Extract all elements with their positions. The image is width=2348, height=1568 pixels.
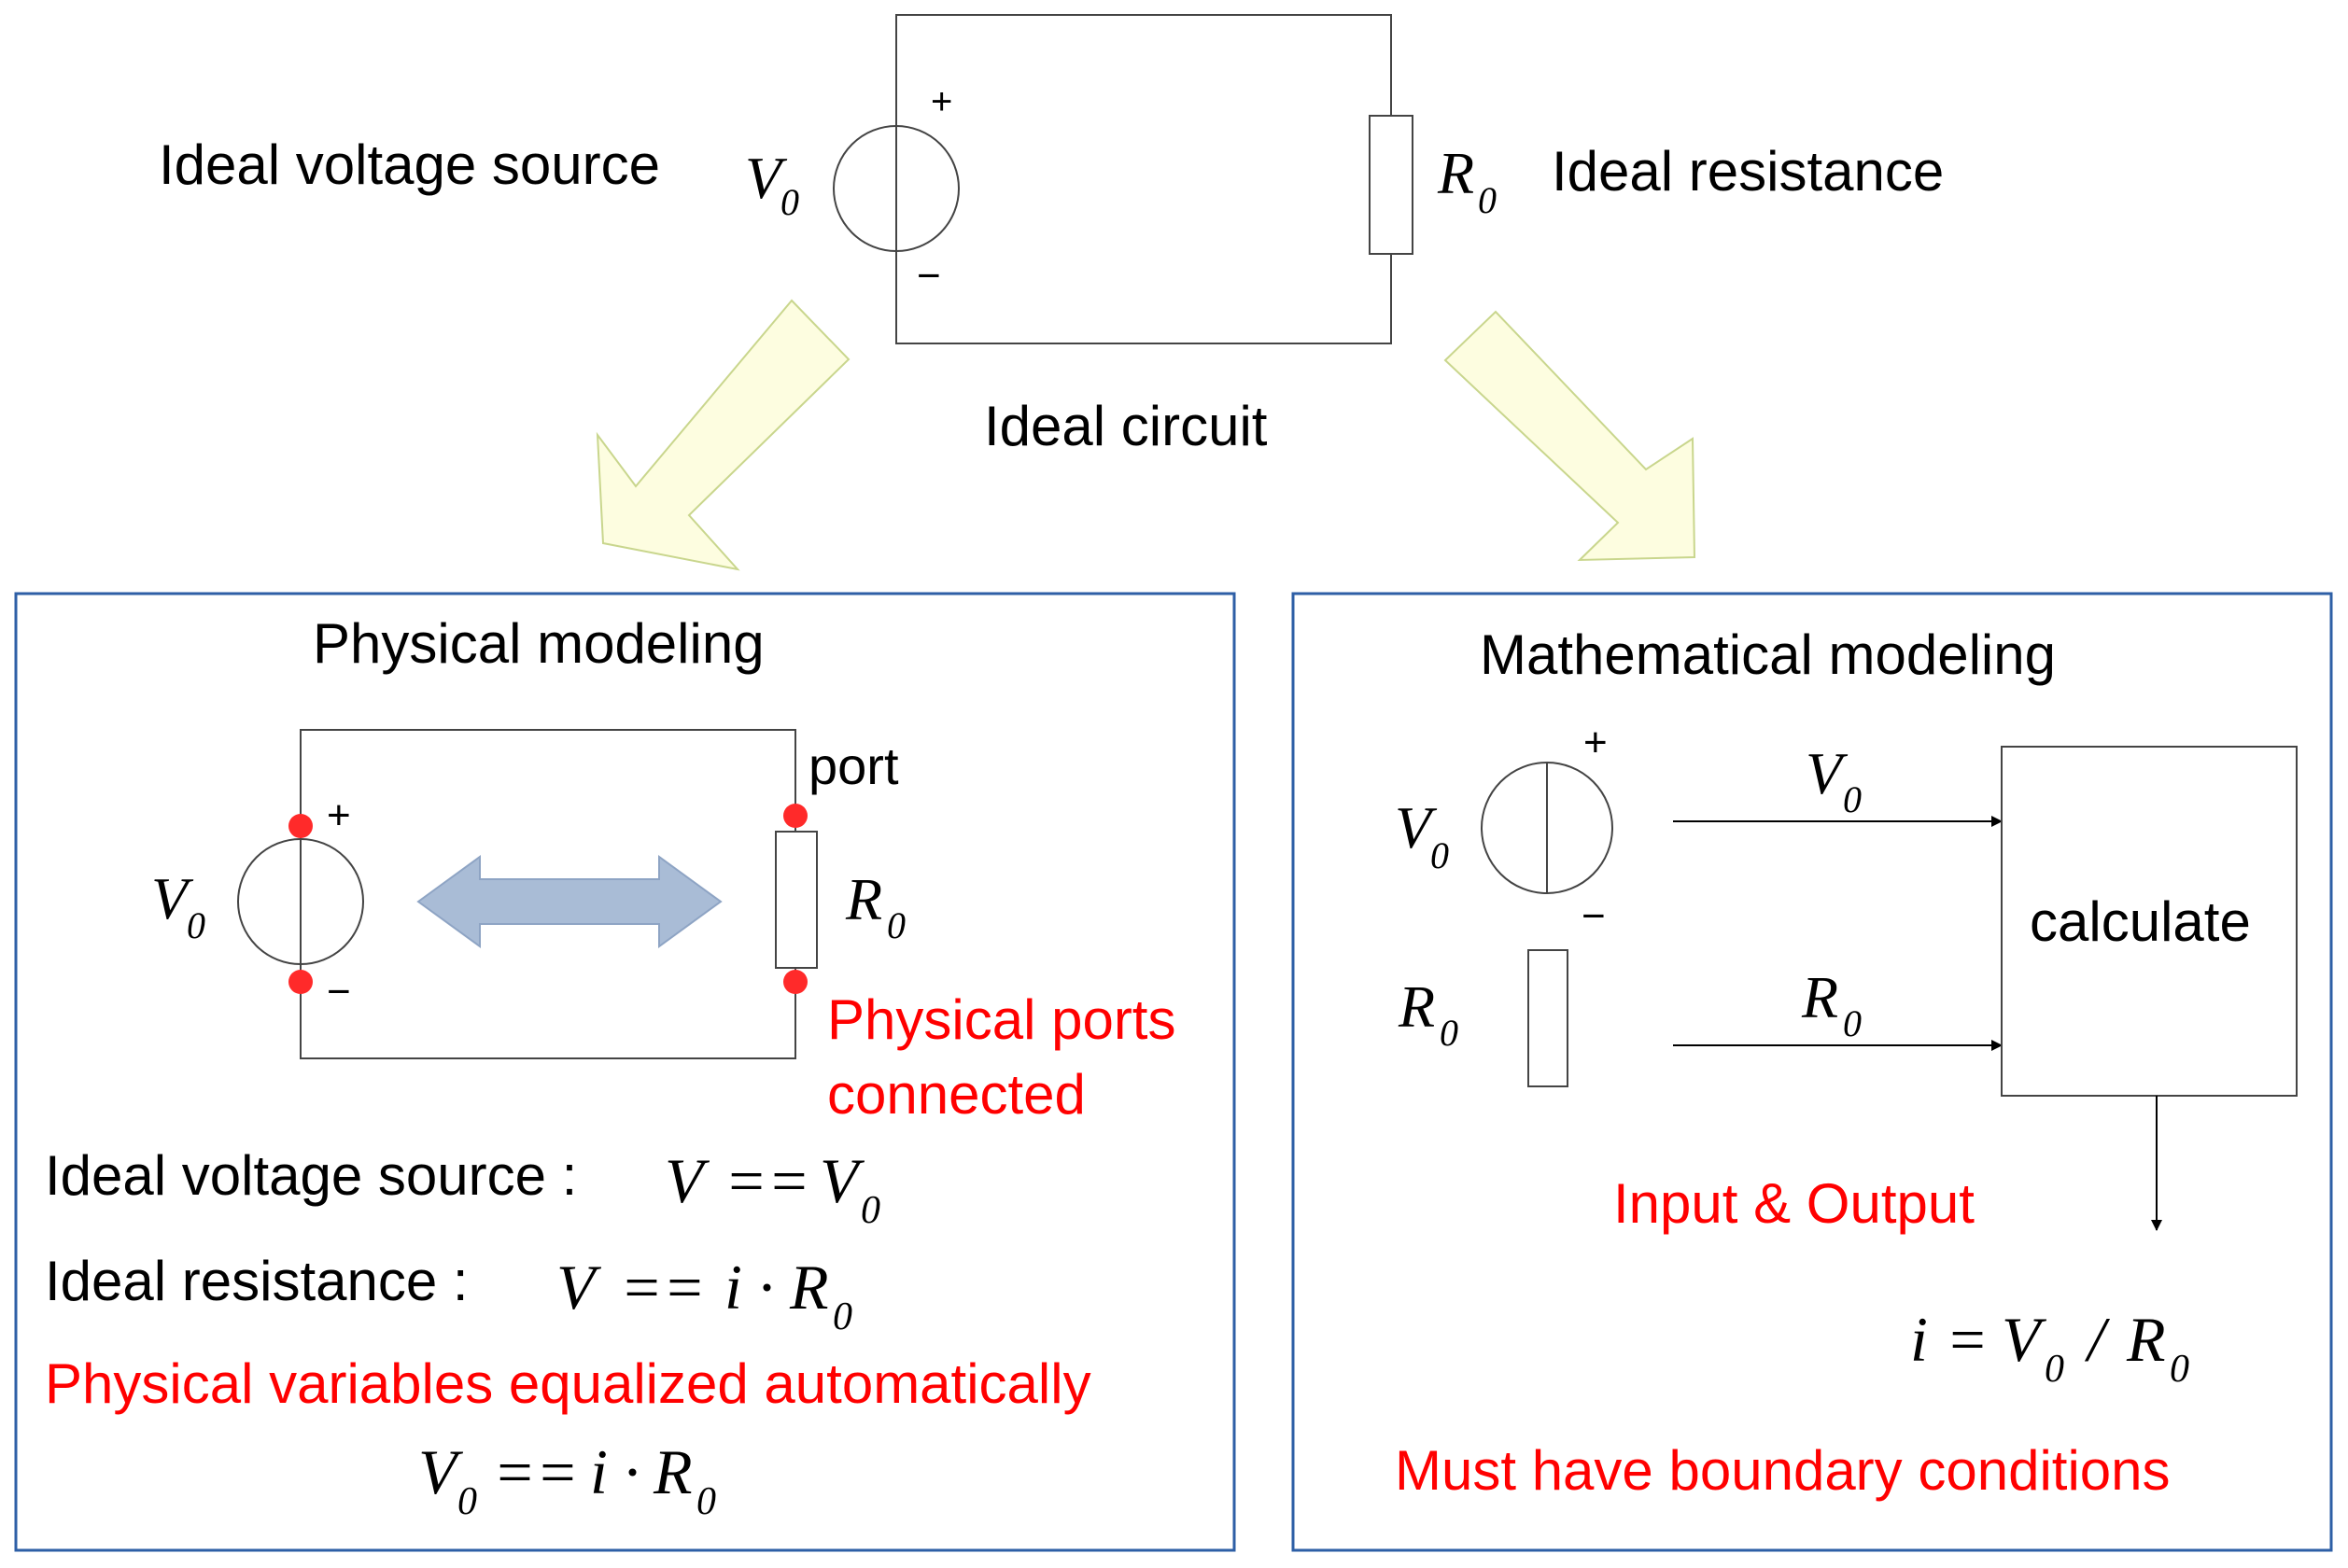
output-resistance: R [2126, 1304, 2166, 1375]
output-voltage-subscript: 0 [2045, 1348, 2064, 1391]
output-resistance-subscript: 0 [2170, 1348, 2189, 1391]
eq3-voltage-subscript: 0 [457, 1480, 477, 1523]
mathematical-modeling-panel [1291, 592, 2333, 1552]
top-resistor-symbol: R [1437, 140, 1474, 206]
input-r0-symbol: R [1801, 964, 1838, 1030]
eq2-dot: · [758, 1252, 774, 1323]
eq2-label: Ideal resistance : [45, 1250, 469, 1312]
ports-connected-note-line2: connected [827, 1063, 1086, 1126]
eq2-operator: == [620, 1252, 706, 1323]
ideal-resistance-label: Ideal resistance [1552, 140, 1944, 203]
auto-equalized-note: Physical variables equalized automatical… [45, 1352, 1091, 1415]
eq2-resistance: R [789, 1252, 829, 1323]
calculate-label: calculate [2030, 890, 2251, 953]
eq1-operator: == [724, 1145, 810, 1216]
top-source-subscript: 0 [780, 181, 799, 223]
eq2-subscript: 0 [833, 1295, 852, 1338]
math-source-subscript: 0 [1430, 834, 1449, 876]
eq2-current: i [724, 1252, 742, 1323]
physical-resistor-symbol: R [845, 866, 882, 932]
source-minus-sign: − [917, 253, 941, 299]
input-v0-symbol: V [1806, 740, 1849, 806]
physical-plus-sign: + [327, 792, 351, 838]
physical-minus-sign: − [327, 969, 351, 1015]
math-source-symbol: V [1395, 794, 1438, 861]
eq3-operator: == [493, 1436, 579, 1507]
source-bottom-port-dot [288, 970, 313, 994]
output-equals: = [1946, 1304, 1989, 1375]
output-current: i [1910, 1304, 1928, 1375]
resistor-top-port-dot [783, 804, 808, 828]
mathematical-modeling-title: Mathematical modeling [1480, 623, 2056, 686]
input-output-note: Input & Output [1613, 1172, 1975, 1235]
eq3-current: i [590, 1436, 608, 1507]
math-resistor-symbol: R [1398, 973, 1435, 1040]
physical-modeling-panel [14, 592, 1236, 1552]
left-block-arrow [596, 299, 851, 571]
eq3-voltage: V [418, 1436, 464, 1507]
math-plus-sign: + [1583, 720, 1608, 765]
input-v0-subscript: 0 [1843, 778, 1862, 820]
physical-source-symbol: V [151, 865, 194, 931]
source-top-port-dot [288, 814, 313, 838]
eq2-lhs: V [556, 1252, 602, 1323]
right-block-arrow [1443, 310, 1696, 562]
eq3-dot: · [624, 1436, 640, 1507]
ideal-circuit: + − [833, 14, 1413, 344]
eq1-lhs: V [665, 1145, 710, 1216]
eq3-resistance-subscript: 0 [696, 1480, 716, 1523]
physical-source-subscript: 0 [187, 904, 205, 946]
ideal-voltage-source-label: Ideal voltage source [159, 133, 660, 196]
calculate-block [2001, 746, 2298, 1097]
output-voltage: V [2002, 1304, 2047, 1375]
eq1-subscript: 0 [861, 1189, 880, 1232]
physical-resistor-icon [775, 831, 818, 969]
resistor-bottom-port-dot [783, 970, 808, 994]
physical-modeling-title: Physical modeling [313, 612, 765, 675]
math-minus-sign: − [1582, 893, 1606, 939]
eq3-resistance: R [653, 1436, 693, 1507]
top-source-symbol: V [745, 145, 788, 211]
physical-resistor-subscript: 0 [887, 904, 906, 946]
input-r0-subscript: 0 [1843, 1002, 1862, 1044]
bidirectional-arrow [416, 855, 723, 948]
output-slash: / [2084, 1304, 2111, 1375]
eq1-label: Ideal voltage source : [45, 1144, 577, 1207]
eq1-rhs: V [820, 1145, 865, 1216]
math-resistor-icon [1527, 949, 1568, 1087]
ideal-resistor-icon [1369, 115, 1413, 255]
port-label: port [808, 736, 899, 795]
source-plus-sign: + [931, 81, 952, 122]
boundary-conditions-note: Must have boundary conditions [1395, 1439, 2171, 1502]
ideal-circuit-wire [895, 14, 1392, 344]
math-resistor-subscript: 0 [1440, 1012, 1458, 1054]
top-resistor-subscript: 0 [1478, 179, 1497, 221]
physical-circuit [237, 729, 818, 1059]
ports-connected-note-line1: Physical ports [827, 988, 1175, 1051]
ideal-circuit-caption: Ideal circuit [984, 395, 1268, 457]
